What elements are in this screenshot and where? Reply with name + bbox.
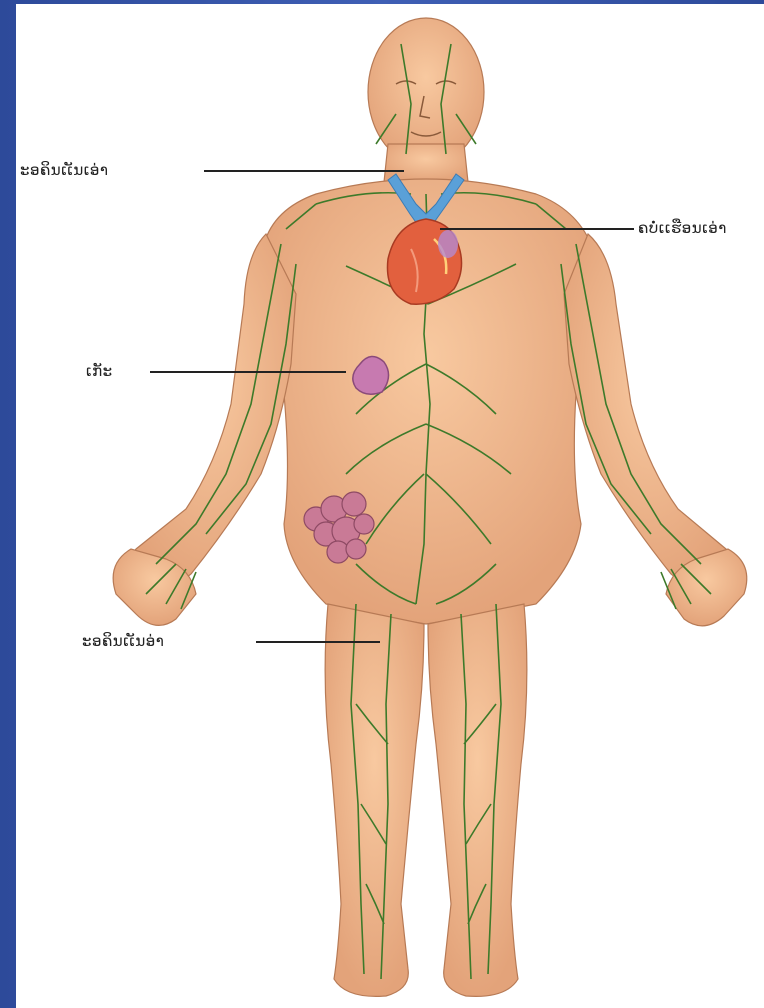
leader-line-duct <box>440 228 634 230</box>
leader-line-spleen <box>150 371 346 373</box>
label-lymphatic-vessel-upper: ະອຄິນເເັນເອ່າ <box>20 161 109 179</box>
lymphatic-system-figure <box>16 4 764 1008</box>
label-spleen: ເກັະ <box>86 362 113 380</box>
leader-line-lower <box>256 641 380 643</box>
label-lymphatic-vessel-lower: ະອຄິນເເັນອ່າ <box>82 632 164 650</box>
label-right-lymphatic-duct: ຄບໍ່ເເຮືອນເອ່າ <box>638 219 727 237</box>
leader-line-upper <box>204 170 404 172</box>
image-panel: ະອຄິນເເັນເອ່າ ຄບໍ່ເເຮືອນເອ່າ ເກັະ ະອຄິນເ… <box>16 4 764 1008</box>
